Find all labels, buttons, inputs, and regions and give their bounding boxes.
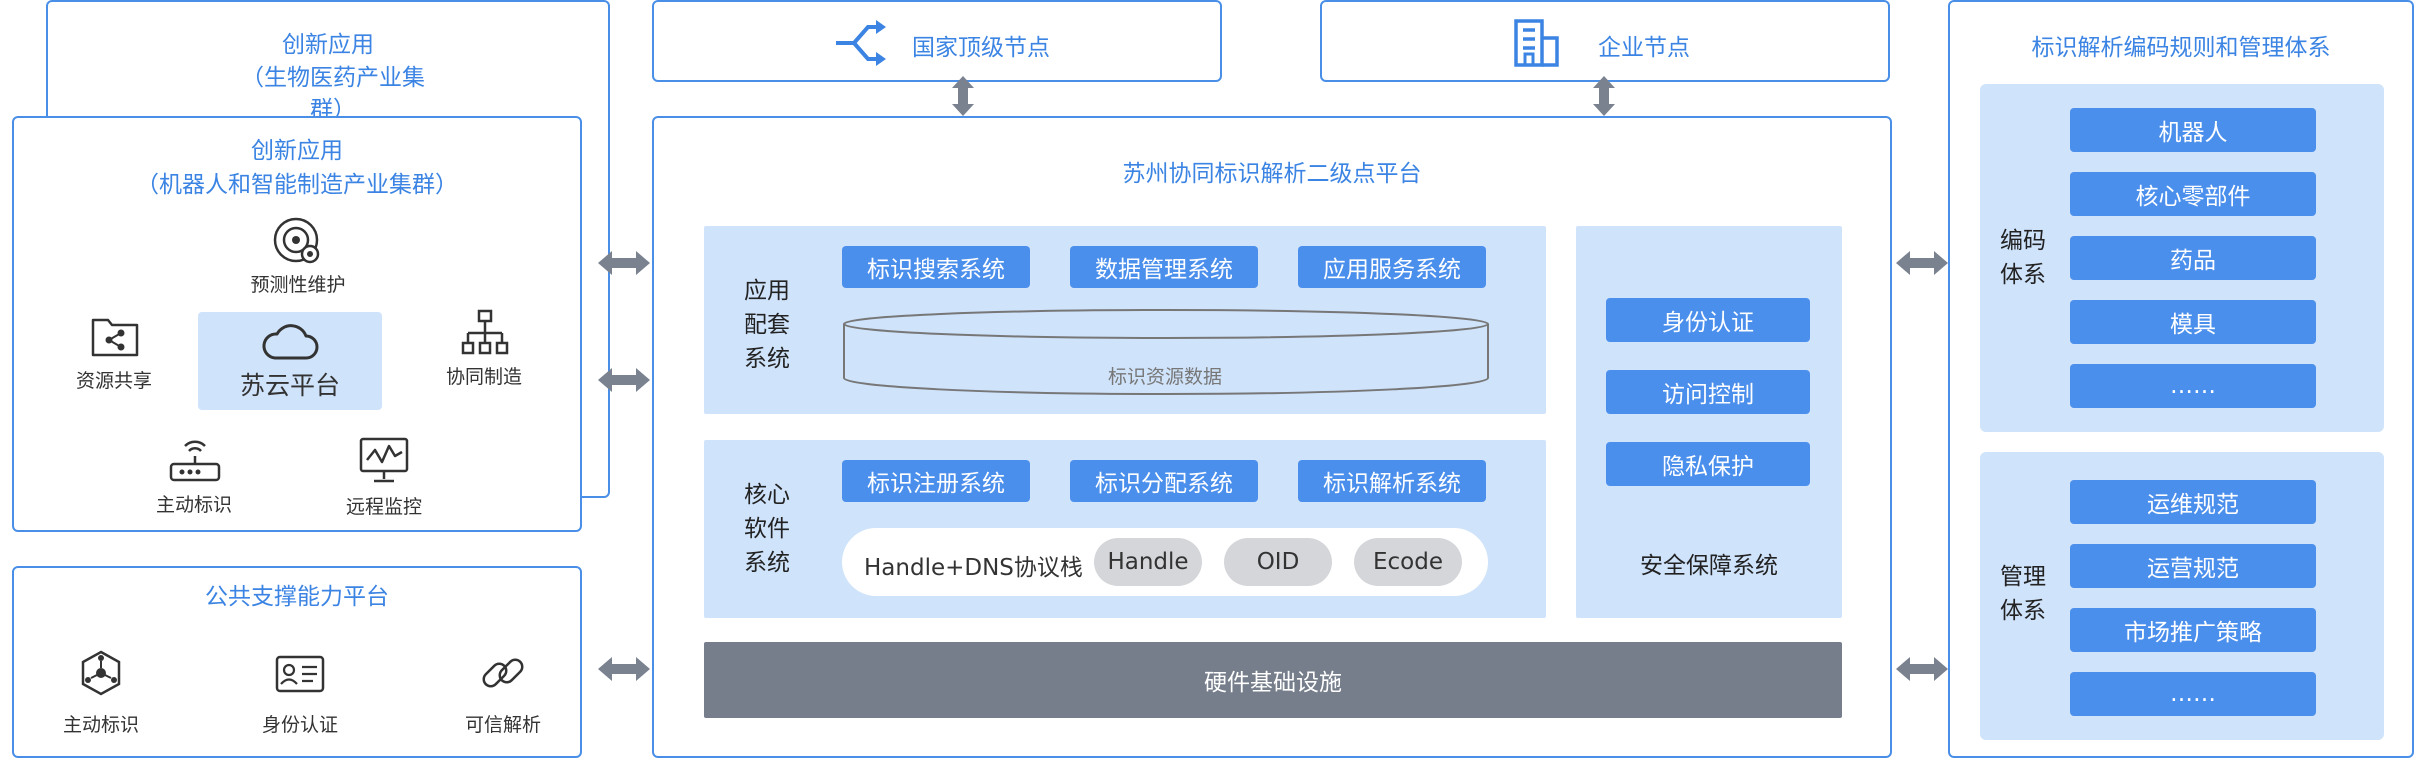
coding-management-title: 标识解析编码规则和管理体系 xyxy=(2031,35,2331,61)
active-id-network-icon xyxy=(81,650,121,696)
data-management-system-button[interactable]: 数据管理系统 xyxy=(1070,246,1258,288)
predictive-maintenance-label: 预测性维护 xyxy=(250,274,346,296)
resource-sharing-icon xyxy=(91,318,139,357)
public-identity-auth-label: 身份认证 xyxy=(261,714,338,736)
ecode-pill: Ecode xyxy=(1354,538,1462,586)
predictive-maintenance-icon xyxy=(273,217,320,264)
collaborative-manufacturing-label: 协同制造 xyxy=(445,366,522,388)
arrow-enterprise xyxy=(1593,76,1615,116)
app-support-zone: 应用 配套 系统 标识搜索系统 数据管理系统 应用服务系统 标识资源数据 xyxy=(704,226,1546,414)
arrow-right-1 xyxy=(1896,251,1948,275)
su-cloud-platform: 苏云平台 xyxy=(198,312,382,410)
top-arrows xyxy=(952,76,1615,116)
coding-item-mold[interactable]: 模具 xyxy=(2070,300,2316,344)
identity-auth-button[interactable]: 身份认证 xyxy=(1606,298,1810,342)
database-cylinder xyxy=(843,309,1489,395)
app-support-label: 应用 配套 系统 xyxy=(744,278,790,372)
collaborative-manufacturing-icon xyxy=(461,309,509,355)
enterprise-node-label: 企业节点 xyxy=(1598,35,1690,61)
arrow-left-1 xyxy=(598,251,650,275)
front-card-subtitle: （机器人和智能制造产业集群） xyxy=(136,172,458,198)
cloud-icon xyxy=(262,324,319,360)
access-control-button[interactable]: 访问控制 xyxy=(1606,370,1810,414)
coding-system-zone: 编码 体系 机器人 核心零部件 药品 模具 …… xyxy=(1980,84,2384,432)
router-icon xyxy=(169,440,221,482)
management-item-operation-spec[interactable]: 运营规范 xyxy=(2070,544,2316,588)
public-support-title: 公共支撑能力平台 xyxy=(205,584,389,610)
remote-monitoring-label: 远程监控 xyxy=(345,496,422,518)
center-platform: 苏州协同标识解析二级点平台 应用 配套 系统 标识搜索系统 数据管理系统 应用服… xyxy=(652,116,1892,758)
coding-item-more[interactable]: …… xyxy=(2070,364,2316,408)
core-software-label: 核心 软件 系统 xyxy=(744,482,790,576)
back-card-title: 创新应用 xyxy=(282,32,374,58)
arrow-left-2 xyxy=(598,368,650,392)
national-top-node-label: 国家顶级节点 xyxy=(912,35,1050,61)
coding-management-panel: 标识解析编码规则和管理体系 编码 体系 机器人 核心零部件 药品 模具 …… 管… xyxy=(1948,0,2414,758)
app-service-system-button[interactable]: 应用服务系统 xyxy=(1298,246,1486,288)
trusted-link-icon xyxy=(482,658,524,688)
id-card-icon xyxy=(275,655,325,693)
security-zone: 身份认证 访问控制 隐私保护 安全保障系统 xyxy=(1576,226,1842,618)
database-label: 标识资源数据 xyxy=(1107,366,1222,388)
coding-item-medicine[interactable]: 药品 xyxy=(2070,236,2316,280)
building-icon xyxy=(1514,19,1559,67)
coding-item-robot[interactable]: 机器人 xyxy=(2070,108,2316,152)
center-platform-title: 苏州协同标识解析二级点平台 xyxy=(1122,161,1422,187)
management-system-zone: 管理 体系 运维规范 运营规范 市场推广策略 …… xyxy=(1980,452,2384,740)
front-card-title: 创新应用 xyxy=(251,138,343,164)
front-innovation-card: 创新应用 （机器人和智能制造产业集群） 预测性维护 资源共享 苏云平台 协同制造 xyxy=(12,116,582,532)
arrow-national xyxy=(952,76,974,116)
active-identification-label: 主动标识 xyxy=(155,494,232,516)
public-support-card: 公共支撑能力平台 主动标识 身份认证 可信解析 xyxy=(12,566,582,758)
protocol-stack-label: Handle+DNS协议栈 xyxy=(864,555,1083,581)
protocol-stack: Handle+DNS协议栈 Handle OID Ecode xyxy=(842,528,1488,596)
back-card-subtitle: （生物医药产业集群） xyxy=(241,65,425,118)
id-allocation-system-button[interactable]: 标识分配系统 xyxy=(1070,460,1258,502)
public-trusted-resolution-label: 可信解析 xyxy=(464,714,541,736)
arrow-right-2 xyxy=(1896,657,1948,681)
public-active-id-label: 主动标识 xyxy=(62,714,139,736)
id-resolution-system-button[interactable]: 标识解析系统 xyxy=(1298,460,1486,502)
split-arrows-icon xyxy=(836,20,886,66)
oid-pill: OID xyxy=(1224,538,1332,586)
enterprise-node: 企业节点 xyxy=(1320,0,1890,82)
management-item-more[interactable]: …… xyxy=(2070,672,2316,716)
remote-monitoring-icon xyxy=(359,437,409,483)
management-item-om-spec[interactable]: 运维规范 xyxy=(2070,480,2316,524)
core-software-zone: 核心 软件 系统 标识注册系统 标识分配系统 标识解析系统 Handle+DNS… xyxy=(704,440,1546,618)
management-item-marketing[interactable]: 市场推广策略 xyxy=(2070,608,2316,652)
id-search-system-button[interactable]: 标识搜索系统 xyxy=(842,246,1030,288)
right-arrows xyxy=(1896,251,1948,681)
resource-sharing-label: 资源共享 xyxy=(75,370,152,392)
coding-system-label: 编码 体系 xyxy=(2000,228,2046,288)
management-system-label: 管理 体系 xyxy=(2000,564,2046,624)
coding-item-core-parts[interactable]: 核心零部件 xyxy=(2070,172,2316,216)
privacy-protection-button[interactable]: 隐私保护 xyxy=(1606,442,1810,486)
id-registration-system-button[interactable]: 标识注册系统 xyxy=(842,460,1030,502)
handle-pill: Handle xyxy=(1094,538,1202,586)
su-cloud-platform-label: 苏云平台 xyxy=(239,371,340,400)
security-system-label: 安全保障系统 xyxy=(1640,553,1778,579)
hardware-infrastructure: 硬件基础设施 xyxy=(704,642,1842,718)
arrow-left-3 xyxy=(598,657,650,681)
national-top-node: 国家顶级节点 xyxy=(652,0,1222,82)
left-arrows xyxy=(598,251,650,681)
